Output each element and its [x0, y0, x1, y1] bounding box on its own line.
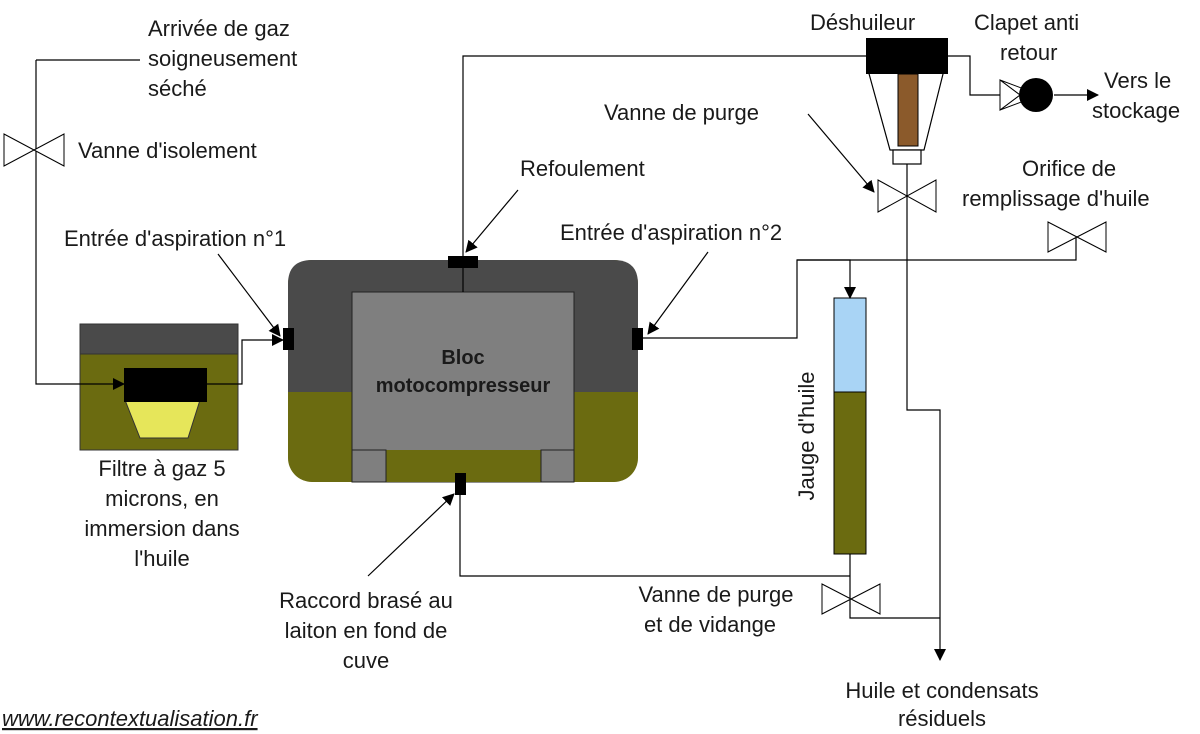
- check-valve-label-2: retour: [1000, 40, 1057, 65]
- residual-label-1: Huile et condensats: [845, 678, 1038, 703]
- block-foot-right: [540, 449, 575, 483]
- discharge-pipe: [462, 55, 866, 256]
- gas-filter-label-4: l'huile: [134, 546, 190, 571]
- residual-label-2: résiduels: [898, 706, 986, 731]
- drain-valve-icon: [821, 583, 881, 615]
- oil-separator-label: Déshuileur: [810, 10, 915, 35]
- oil-fill-label-1: Orifice de: [1022, 156, 1116, 181]
- purge-callout: [807, 113, 875, 193]
- piping: [35, 55, 1099, 661]
- oil-fill-label-2: remplissage d'huile: [962, 186, 1150, 211]
- discharge-fitting: [448, 256, 478, 268]
- gas-inlet-label-1: Arrivée de gaz: [148, 16, 290, 41]
- compressor-housing: [288, 260, 638, 483]
- gas-filter-label-2: microns, en: [105, 486, 219, 511]
- gauge-drain-pipe: [849, 554, 940, 619]
- discharge-label: Refoulement: [520, 156, 645, 181]
- brazed-label-1: Raccord brasé au: [279, 588, 453, 613]
- compressor-label-2: motocompresseur: [376, 375, 551, 397]
- gas-inlet-pipe: [35, 60, 125, 390]
- oil-gauge: [833, 297, 867, 555]
- gas-filter-tank: [79, 323, 239, 451]
- separator-drain-pipe: [906, 164, 946, 661]
- drain-valve-label-1: Vanne de purge: [639, 582, 794, 607]
- storage-label-1: Vers le: [1104, 68, 1171, 93]
- filter-to-suction-pipe: [207, 334, 284, 385]
- block-foot-left: [351, 449, 387, 483]
- check-valve-ball-icon: [1019, 78, 1053, 112]
- separator-outlet-pipe: [948, 55, 1000, 96]
- suction-2-callout: [647, 251, 709, 335]
- discharge-callout: [465, 189, 519, 253]
- drain-valve-label-2: et de vidange: [644, 612, 776, 637]
- gas-inlet-label-3: séché: [148, 76, 207, 101]
- separator-head: [866, 38, 948, 74]
- check-valve-label-1: Clapet anti: [974, 10, 1079, 35]
- purge-valve-icon: [877, 179, 937, 213]
- storage-label-2: stockage: [1092, 98, 1180, 123]
- suction-1-label: Entrée d'aspiration n°1: [64, 226, 286, 251]
- suction-1-callout: [217, 253, 281, 337]
- separator-rod: [897, 73, 919, 147]
- gauge-air: [833, 297, 867, 393]
- brazed-callout: [367, 493, 455, 577]
- suction-2-fitting: [632, 328, 643, 350]
- brazed-fitting: [455, 473, 466, 495]
- brazed-label-3: cuve: [343, 648, 389, 673]
- purge-valve-label: Vanne de purge: [604, 100, 759, 125]
- website-link[interactable]: www.recontextualisation.fr: [2, 706, 259, 731]
- gas-filter-label-3: immersion dans: [84, 516, 239, 541]
- gauge-feed-pipe: [797, 259, 856, 299]
- filter-lid: [79, 323, 239, 355]
- isolation-valve-icon: [3, 133, 65, 167]
- isolation-valve-label: Vanne d'isolement: [78, 138, 257, 163]
- suction-1-fitting: [283, 328, 294, 350]
- sump-pipe: [459, 495, 850, 577]
- suction-2-label: Entrée d'aspiration n°2: [560, 220, 782, 245]
- separator-neck: [892, 149, 922, 165]
- compressor-label-1: Bloc: [441, 347, 484, 369]
- filter-head: [124, 368, 207, 402]
- brazed-label-2: laiton en fond de: [285, 618, 448, 643]
- gas-filter-label-1: Filtre à gaz 5: [98, 456, 225, 481]
- check-valve-seat: [999, 79, 1021, 111]
- gas-inlet-label-2: soigneusement: [148, 46, 297, 71]
- oil-gauge-label: Jauge d'huile: [794, 372, 819, 501]
- oil-separator: [866, 38, 948, 165]
- oil-fill-valve-icon: [1047, 221, 1107, 253]
